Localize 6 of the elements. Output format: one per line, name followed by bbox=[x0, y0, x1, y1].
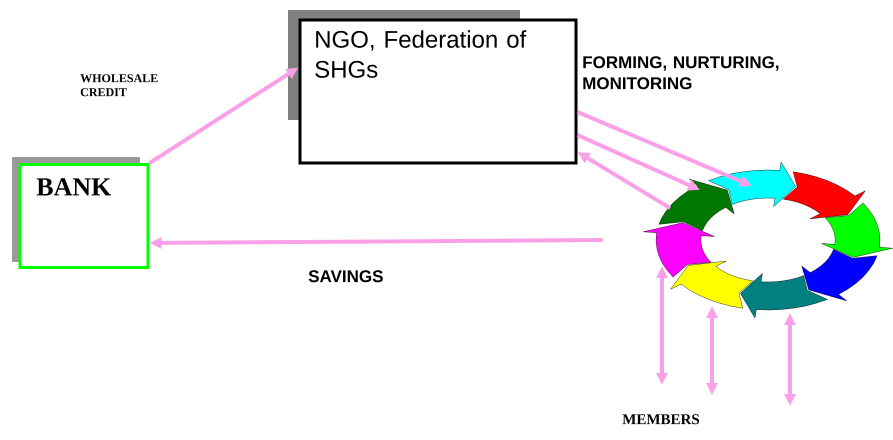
bank-box: BANK bbox=[12, 157, 150, 269]
edge-label: WHOLESALE CREDIT bbox=[80, 74, 158, 96]
ngo-box: NGO, Federation of SHGs bbox=[288, 10, 578, 164]
edge-label: SAVINGS bbox=[308, 270, 383, 282]
group-label: MEMBERS bbox=[622, 414, 700, 424]
cycle-arrows-drawing bbox=[643, 162, 893, 318]
